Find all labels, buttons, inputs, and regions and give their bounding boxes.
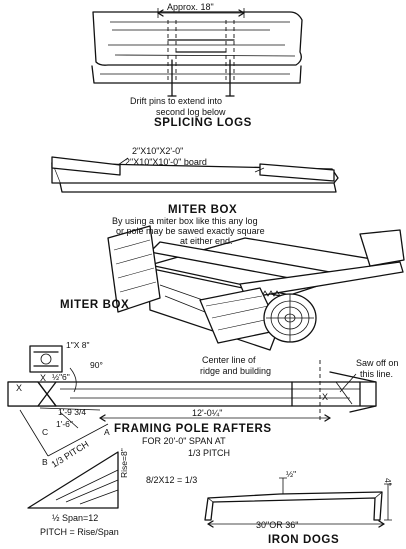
rafter-dim-c: C bbox=[42, 427, 49, 437]
miter-caption-line1: By using a miter box like this any log bbox=[112, 216, 258, 226]
iron-dogs-drawing bbox=[205, 478, 392, 527]
iron-dogs-height-label: 4" bbox=[383, 478, 393, 486]
rafter-point-b: B bbox=[42, 457, 48, 467]
pitch-span-label: ½ Span=12 bbox=[52, 513, 99, 523]
splicing-logs-drawing bbox=[92, 8, 302, 96]
rafter-center-line2: ridge and building bbox=[200, 366, 272, 376]
miter-board-label-1: 2"X10"X2'-0" bbox=[132, 146, 184, 156]
miter-box-perspective-label: MITER BOX bbox=[60, 299, 130, 311]
miter-board-label-2: 2"X10"X10'-0" board bbox=[125, 157, 207, 167]
iron-dogs-length-label: 30"OR 36" bbox=[256, 520, 299, 530]
rafter-board-label: 1"X 8" bbox=[66, 340, 90, 350]
splice-note-line2: second log below bbox=[156, 107, 226, 117]
splice-dimension: Approx. 18" bbox=[167, 2, 214, 12]
rafter-saw-off-line2: this line. bbox=[360, 369, 394, 379]
miter-box-flat-drawing bbox=[52, 157, 338, 192]
rafter-sub-line2: 1/3 PITCH bbox=[188, 448, 231, 458]
rafter-x-left: X bbox=[16, 383, 23, 393]
splice-note-line1: Drift pins to extend into bbox=[130, 96, 223, 106]
framing-rafters-drawing bbox=[8, 346, 376, 456]
rafter-half-label: ½" bbox=[52, 372, 63, 382]
rafter-dim-c-value: 1'-6" bbox=[56, 419, 73, 429]
miter-caption-line2: or pole may be sawed exactly square bbox=[116, 226, 265, 236]
rafter-saw-off-line1: Saw off on bbox=[356, 358, 399, 368]
miter-box-perspective-drawing bbox=[108, 226, 404, 350]
miter-box-heading: MITER BOX bbox=[168, 204, 238, 216]
rafter-width-label: 6" bbox=[62, 372, 70, 382]
rafter-length: 12'-0¼" bbox=[192, 408, 223, 418]
miter-caption-line3: at either end. bbox=[180, 236, 233, 246]
rafter-sub-line1: FOR 20'-0" SPAN AT bbox=[142, 436, 226, 446]
rafter-dim-one: 1'-9 3/4 bbox=[58, 407, 87, 417]
rafter-point-a: A bbox=[104, 427, 110, 437]
splicing-logs-heading: SPLICING LOGS bbox=[154, 117, 252, 129]
rafter-angle-label: 90° bbox=[90, 360, 103, 370]
iron-dogs-gap-label: ½" bbox=[286, 469, 297, 479]
rafter-x-mid: X bbox=[40, 373, 47, 383]
pitch-ratio: 8/2X12 = 1/3 bbox=[146, 475, 198, 485]
iron-dogs-heading: IRON DOGS bbox=[268, 534, 340, 546]
rafter-x-right: X bbox=[322, 392, 329, 402]
pitch-formula: PITCH = Rise/Span bbox=[40, 527, 119, 537]
pitch-triangle-drawing bbox=[28, 452, 118, 508]
rafter-center-line1: Center line of bbox=[202, 355, 256, 365]
framing-rafters-heading: FRAMING POLE RAFTERS bbox=[114, 423, 272, 435]
pitch-rise-label: Rise=8" bbox=[119, 448, 129, 478]
